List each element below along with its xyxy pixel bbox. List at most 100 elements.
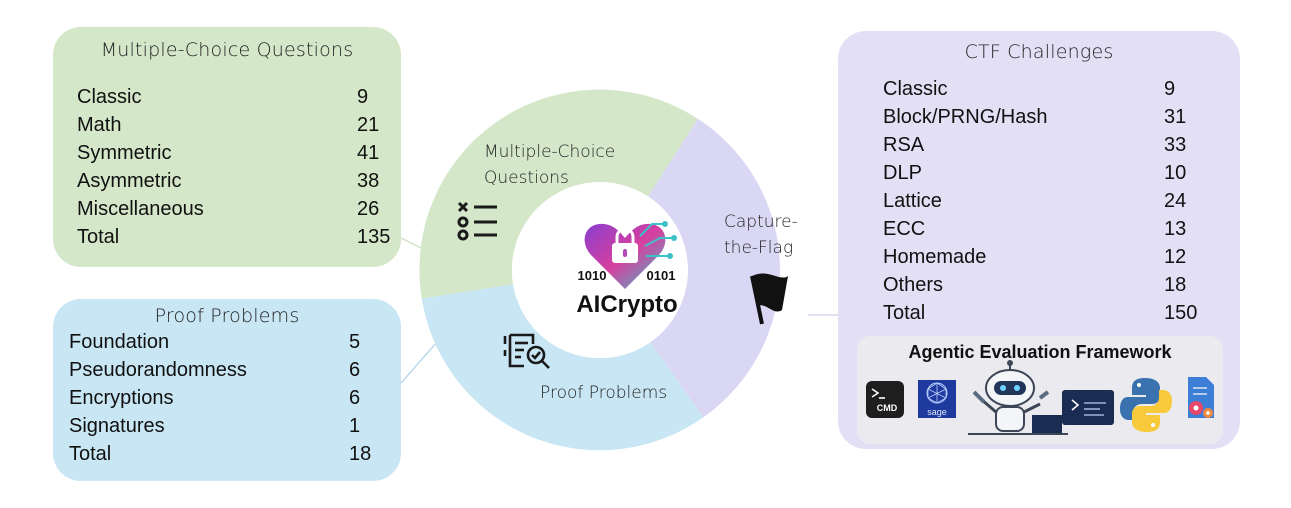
checklist-icon (457, 201, 497, 241)
terminal-icon-label: CMD (877, 403, 898, 413)
circuit-node (662, 221, 668, 227)
ctf-row: Homemade 12 (883, 246, 1213, 272)
proof-row-value: 6 (349, 359, 361, 381)
mcq-row: Classic 9 (77, 86, 387, 112)
mcq-row-value: 9 (357, 86, 369, 108)
mcq-wheel-label-line: Multiple-Choice (484, 142, 616, 162)
ctf-row: Others 18 (883, 274, 1213, 300)
proof-panel: Proof Problems Foundation 5 Pseudorandom… (53, 299, 401, 481)
mcq-row-name: Asymmetric (77, 170, 182, 192)
python-icon (1120, 378, 1172, 432)
logo-bits-right: 0101 (647, 268, 676, 283)
document-settings-icon (1188, 377, 1214, 418)
mcq-row-value: 26 (357, 198, 380, 220)
proof-row: Foundation 5 (69, 331, 389, 357)
ctf-row-value: 18 (1164, 274, 1187, 296)
aicrypto-logo: 1010 0101 AICrypto (576, 221, 678, 318)
robot-icon (968, 360, 1068, 435)
proof-row-value: 5 (349, 331, 361, 353)
ctf-panel-title: CTF Challenges (964, 41, 1114, 63)
proof-connector-line (400, 341, 438, 384)
ctf-wheel-label-line: the-Flag (724, 238, 794, 258)
ctf-row-value: 150 (1164, 302, 1198, 324)
proof-row-value: 1 (349, 415, 361, 437)
circuit-node (667, 253, 673, 259)
ctf-row-name: ECC (883, 218, 926, 240)
proof-wheel-label-line: Proof Problems (540, 383, 668, 403)
mcq-row: Asymmetric 38 (77, 170, 387, 196)
ctf-row-name: Classic (883, 78, 948, 100)
sage-icon: sage (918, 380, 956, 418)
mcq-panel: Multiple-Choice Questions Classic 9 Math… (53, 27, 401, 267)
ctf-row: Block/PRNG/Hash 31 (883, 106, 1213, 132)
mcq-wheel-label-line: Questions (484, 168, 569, 188)
ctf-row-name: Homemade (883, 246, 987, 268)
proof-row-value: 6 (349, 387, 361, 409)
flag-icon (750, 273, 788, 325)
proof-row: Signatures 1 (69, 415, 389, 441)
mcq-row: Miscellaneous 26 (77, 198, 387, 224)
ctf-wheel-label-line: Capture- (724, 212, 798, 232)
proof-row-name: Signatures (69, 415, 165, 437)
ctf-row-value: 9 (1164, 78, 1176, 100)
ctf-row-name: Lattice (883, 190, 942, 212)
mcq-row-value: 135 (357, 226, 391, 248)
ctf-row-value: 24 (1164, 190, 1187, 212)
terminal-icon: CMD (866, 381, 904, 418)
proof-row: Encryptions 6 (69, 387, 389, 413)
ctf-row: ECC 13 (883, 218, 1213, 244)
proof-row-name: Encryptions (69, 387, 174, 409)
ctf-row-name: Total (883, 302, 926, 324)
proof-wheel-segment (421, 284, 704, 451)
mcq-row-value: 21 (357, 114, 380, 136)
proof-wheel-label: Proof Problems (540, 380, 667, 406)
circuit-traces (639, 223, 672, 257)
mcq-row-name: Symmetric (77, 142, 172, 164)
proof-row-value: 18 (349, 443, 372, 465)
logo-bits-left: 1010 (578, 268, 607, 283)
logo-name: AICrypto (576, 291, 677, 318)
ctf-row-total: Total 150 (883, 302, 1213, 328)
code-window-icon (1062, 390, 1114, 425)
mcq-row: Symmetric 41 (77, 142, 387, 168)
ctf-row-name: Others (883, 274, 944, 296)
mcq-row: Math 21 (77, 114, 387, 140)
proof-row-name: Foundation (69, 331, 170, 353)
mcq-row-value: 41 (357, 142, 380, 164)
sage-icon-label: sage (927, 407, 947, 417)
document-search-icon (503, 333, 550, 369)
lock-keyhole (623, 249, 627, 257)
mcq-row-name: Classic (77, 86, 142, 108)
mcq-row-name: Miscellaneous (77, 198, 204, 220)
mcq-wheel-label: Multiple-Choice Questions (484, 139, 615, 191)
mcq-row-total: Total 135 (77, 226, 391, 252)
proof-row-name: Total (69, 443, 112, 465)
ctf-row: Classic 9 (883, 78, 1213, 104)
ctf-row-name: RSA (883, 134, 925, 156)
agentic-framework-title: Agentic Evaluation Framework (908, 342, 1172, 362)
ctf-row-name: Block/PRNG/Hash (883, 106, 1048, 128)
ctf-row-value: 12 (1164, 246, 1187, 268)
ctf-row-value: 33 (1164, 134, 1187, 156)
proof-row: Pseudorandomness 6 (69, 359, 389, 385)
ctf-row: RSA 33 (883, 134, 1213, 160)
circuit-node (671, 235, 677, 241)
ctf-row-value: 10 (1164, 162, 1187, 184)
mcq-wheel-segment (419, 89, 698, 299)
ctf-row: DLP 10 (883, 162, 1213, 188)
ctf-wheel-segment (648, 118, 780, 418)
ctf-row-value: 13 (1164, 218, 1187, 240)
ctf-wheel-label: Capture- the-Flag (724, 209, 798, 261)
mcq-row-name: Total (77, 226, 120, 248)
ctf-row-name: DLP (883, 162, 922, 184)
mcq-panel-title: Multiple-Choice Questions (100, 39, 354, 61)
proof-row-name: Pseudorandomness (69, 359, 247, 381)
mcq-row-name: Math (77, 114, 122, 136)
proof-row-total: Total 18 (69, 443, 389, 469)
ctf-row-value: 31 (1164, 106, 1187, 128)
ctf-row: Lattice 24 (883, 190, 1213, 216)
mcq-row-value: 38 (357, 170, 380, 192)
lock-shackle (615, 227, 635, 243)
proof-panel-title: Proof Problems (154, 305, 300, 327)
